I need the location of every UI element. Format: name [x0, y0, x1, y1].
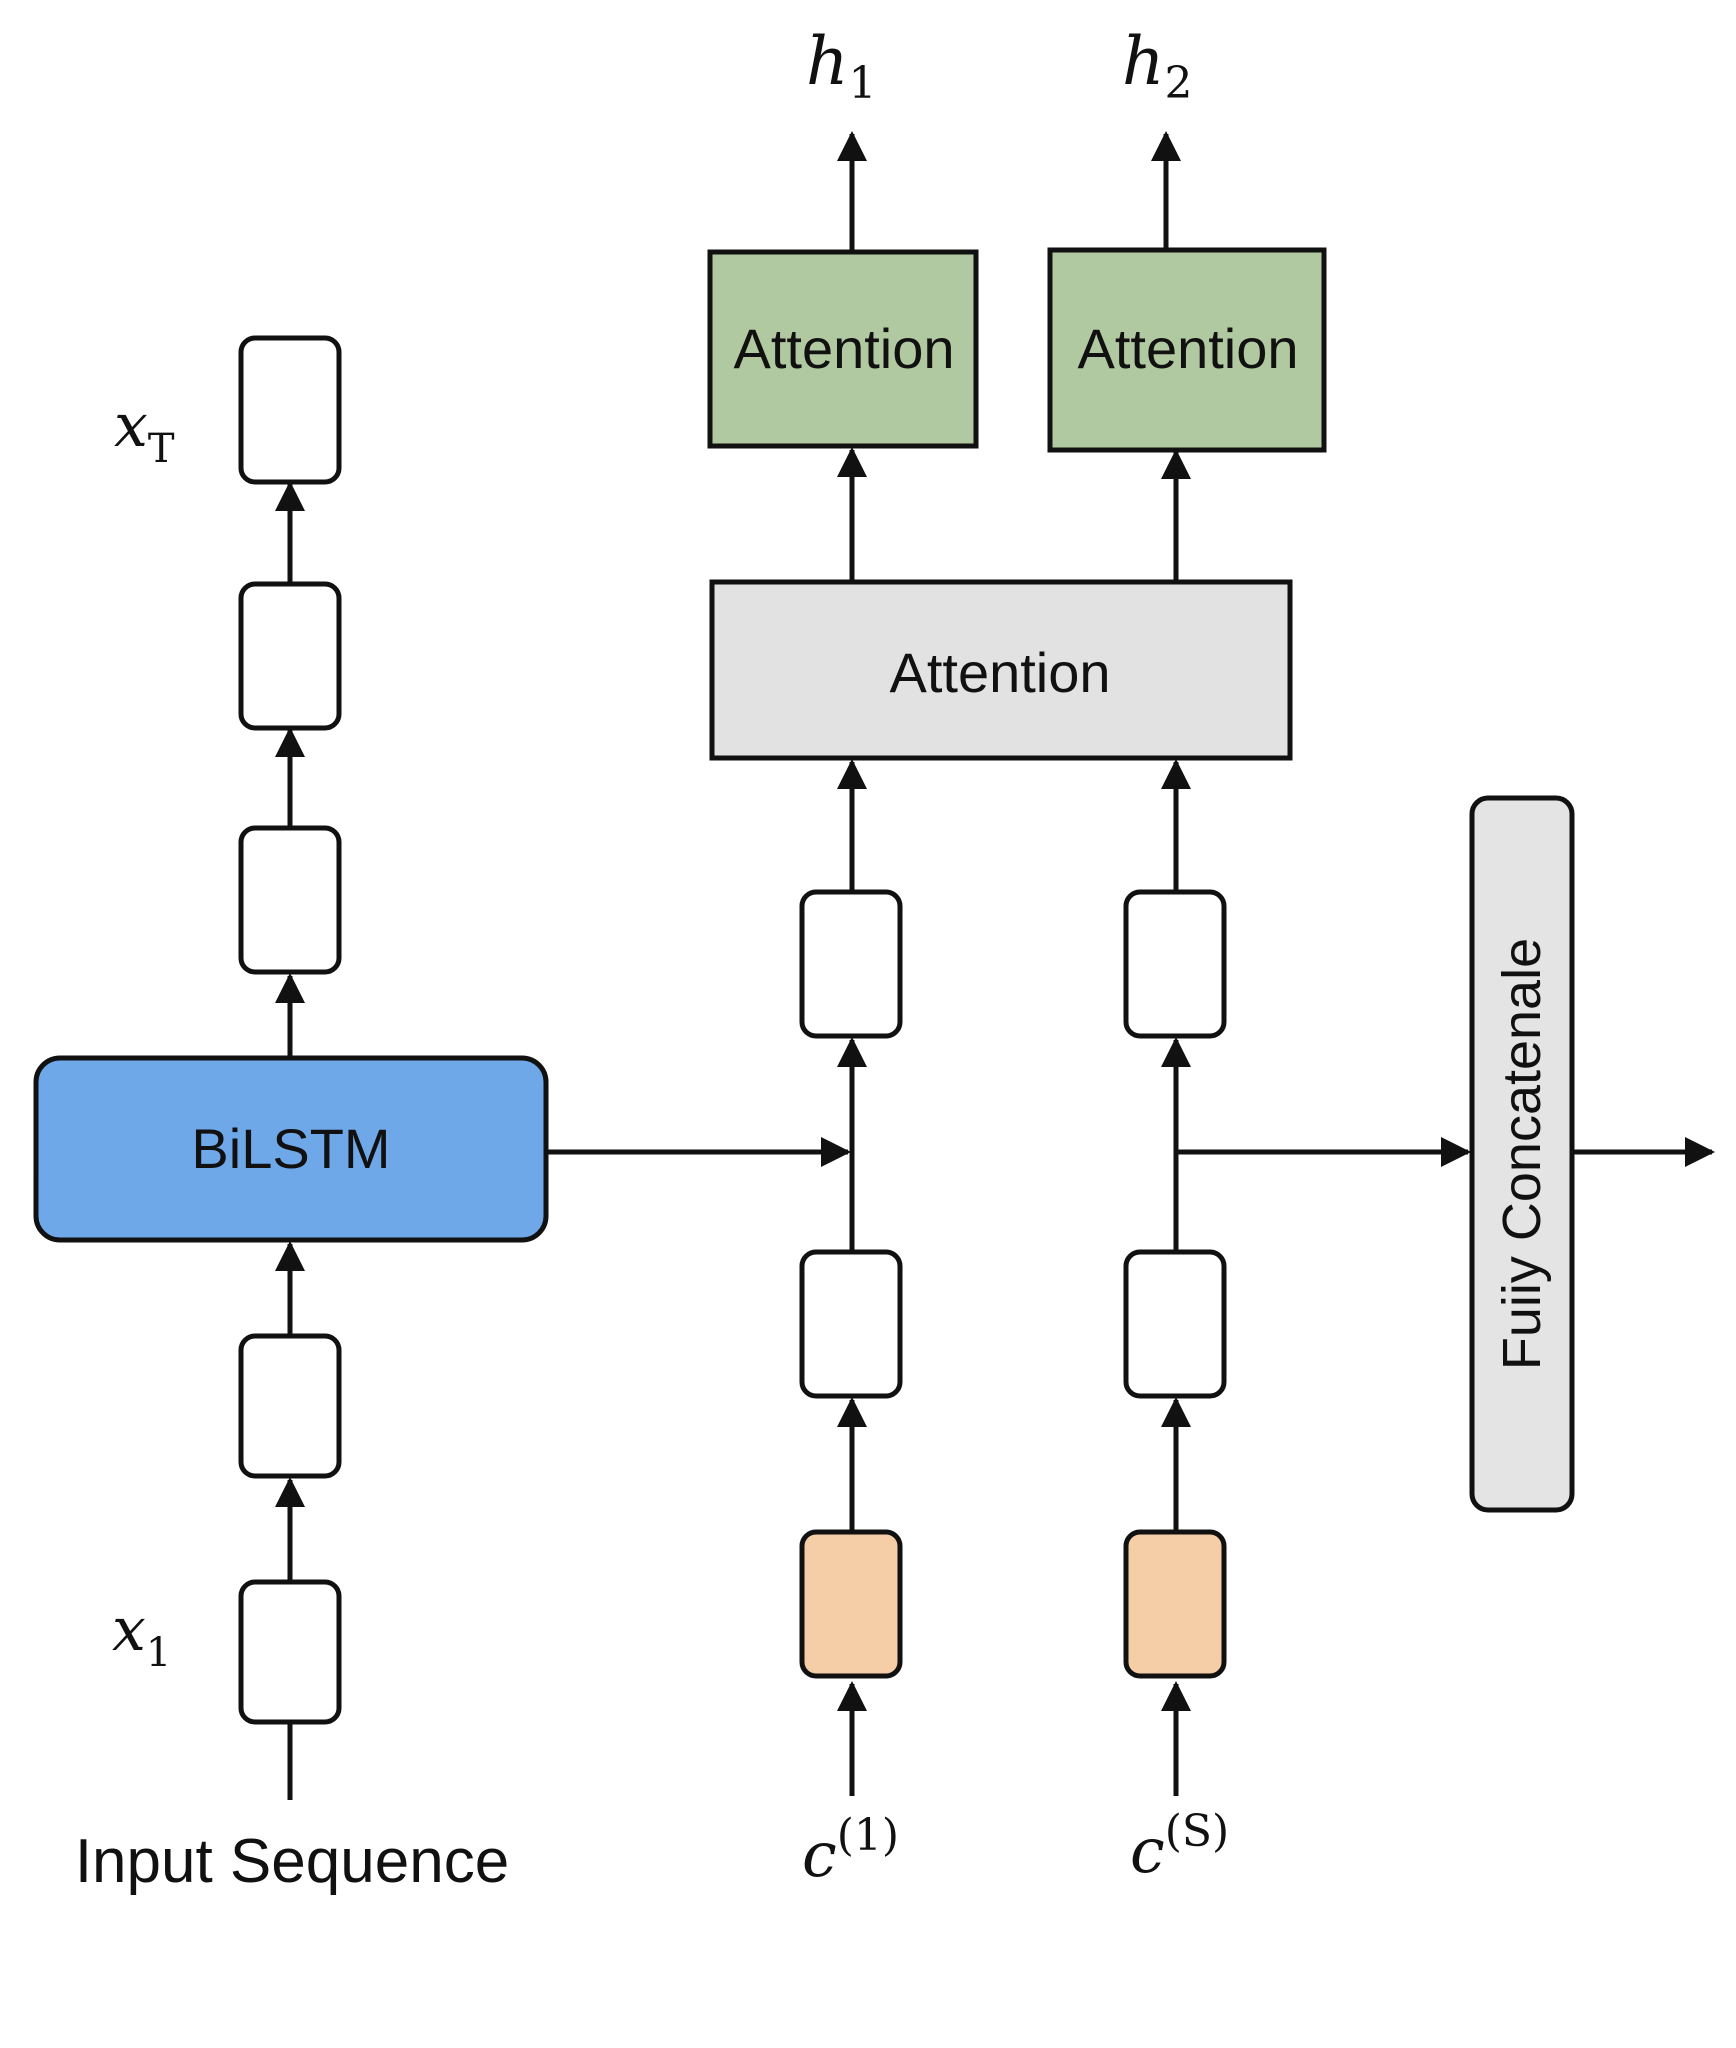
col1-input-cell: [799, 1529, 903, 1679]
col2-cell-top: [1123, 889, 1227, 1039]
h2-label: h2: [1122, 23, 1193, 109]
x-bottom-label: x1: [112, 1595, 171, 1676]
col1-cell-mid: [799, 1249, 903, 1399]
fully-concatenate-label: Fuiiy Concatenale: [1492, 938, 1552, 1370]
cell-xT: [238, 335, 342, 485]
cS-label: c(S): [1130, 1806, 1229, 1887]
attention-shared-label: Attention: [889, 641, 1110, 704]
fully-concatenate-block: [1469, 795, 1575, 1513]
col2-input-cell: [1123, 1529, 1227, 1679]
attention-right-block: [1047, 247, 1327, 453]
bilstm-block: [33, 1055, 549, 1243]
cell-2: [238, 1333, 342, 1479]
cell-4: [238, 581, 342, 731]
x-top-label: xT: [114, 391, 175, 472]
attention-right-label: Attention: [1077, 317, 1298, 380]
h1-label: h1: [806, 23, 877, 109]
attention-left-label: Attention: [733, 317, 954, 380]
col2-cell-mid: [1123, 1249, 1227, 1399]
c1-label: c(1): [802, 1810, 899, 1891]
bilstm-label: BiLSTM: [191, 1117, 390, 1180]
col1-cell-top: [799, 889, 903, 1039]
cell-x1: [238, 1579, 342, 1725]
attention-left-block: [707, 249, 979, 449]
attention-shared-block: [709, 579, 1293, 761]
cell-3: [238, 825, 342, 975]
input-sequence-label: Input Sequence: [75, 1827, 509, 1896]
